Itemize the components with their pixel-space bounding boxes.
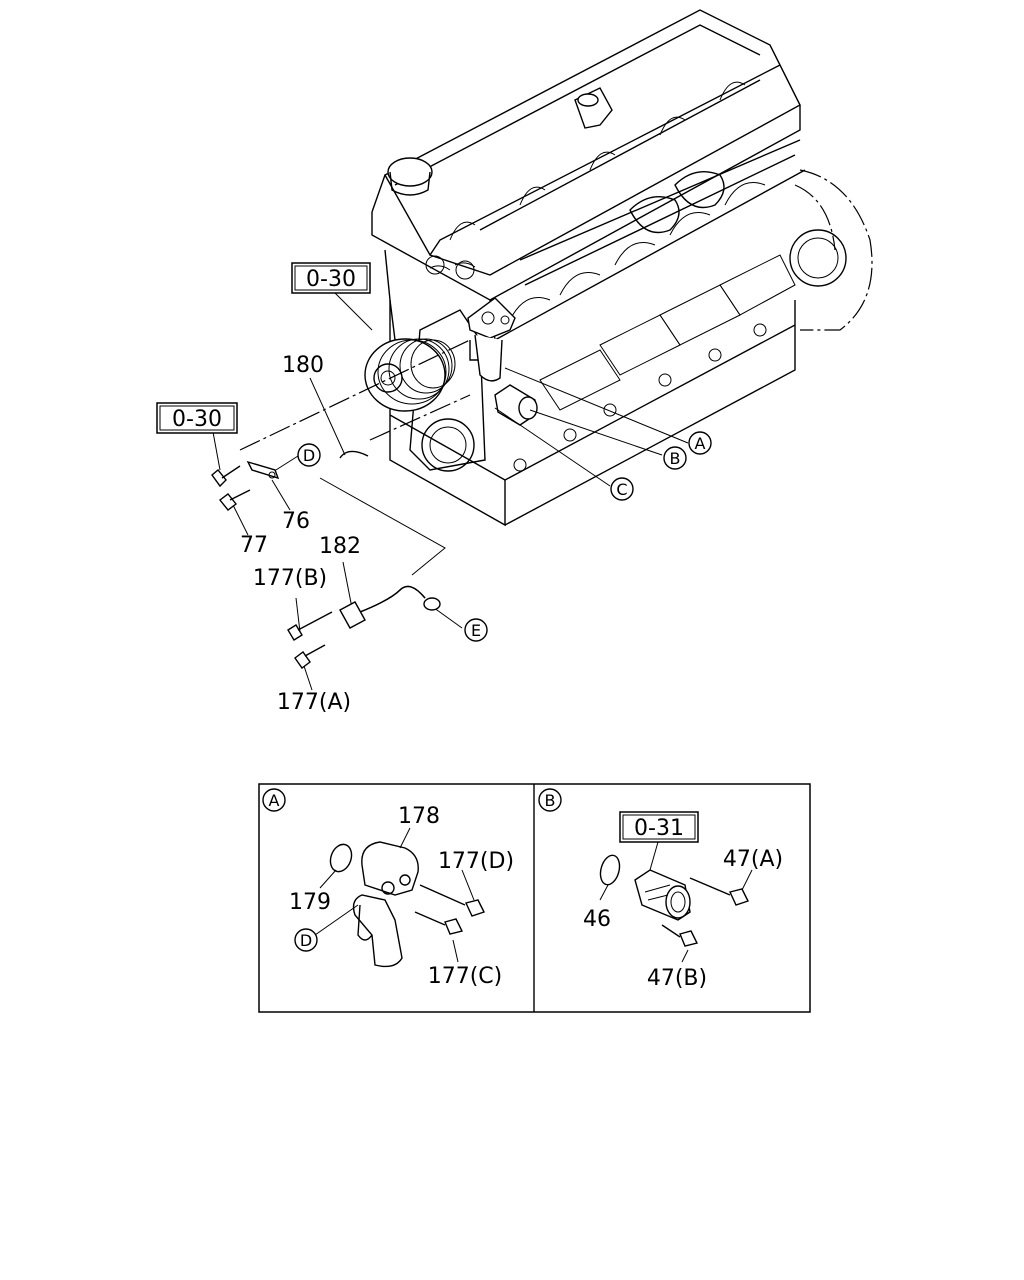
detail-a-tag: A — [269, 791, 280, 810]
part-label-177c: 177(C) — [428, 964, 503, 989]
water-outlet-on-engine — [494, 384, 538, 426]
callout-b-letter: B — [670, 449, 681, 468]
callout-d-letter: D — [303, 446, 315, 465]
bolt-upper-left — [211, 465, 241, 488]
ref-box-0-30-left: 0-30 — [156, 402, 238, 434]
callout-b: B — [663, 446, 687, 470]
part-label-47a: 47(A) — [723, 847, 783, 872]
part-label-179: 179 — [289, 890, 331, 915]
callout-d: D — [297, 443, 321, 467]
part-label-178: 178 — [398, 804, 440, 829]
fan-pulley — [364, 338, 456, 412]
part-label-46: 46 — [583, 907, 611, 932]
part-label-177b: 177(B) — [253, 566, 327, 591]
ref-label-0-30-left: 0-30 — [172, 407, 222, 432]
callout-c-letter: C — [616, 480, 627, 499]
part-label-76: 76 — [282, 509, 310, 534]
part-label-180: 180 — [282, 353, 324, 378]
detail-b-tag: B — [545, 791, 556, 810]
part-label-177a: 177(A) — [277, 690, 351, 715]
hose-182 — [339, 585, 441, 629]
part-label-177d: 177(D) — [438, 849, 514, 874]
detail-frame — [258, 783, 811, 1013]
detail-a: A 178 179 177(D) 177(C) D — [262, 788, 514, 989]
ref-label-0-31: 0-31 — [634, 816, 684, 841]
gasket-180 — [339, 450, 369, 459]
callout-a: A — [688, 431, 712, 455]
detail-a-callout-d: D — [300, 931, 312, 950]
ref-box-0-30-top: 0-30 — [291, 262, 371, 294]
part-label-182: 182 — [319, 534, 361, 559]
bolt-177a — [294, 644, 326, 669]
detail-b: B 0-31 46 47(A) 47(B) — [538, 788, 783, 991]
bracket-76 — [246, 460, 280, 480]
callout-e: E — [464, 618, 488, 642]
thermostat-housing-on-engine — [467, 297, 516, 382]
ref-label-0-30-top: 0-30 — [306, 267, 356, 292]
bolt-177b — [287, 611, 333, 641]
part-label-77: 77 — [240, 533, 268, 558]
part-label-47b: 47(B) — [647, 966, 707, 991]
callout-e-letter: E — [471, 621, 481, 640]
callout-c: C — [610, 477, 634, 501]
callout-a-letter: A — [695, 434, 706, 453]
bolt-77 — [219, 489, 251, 511]
